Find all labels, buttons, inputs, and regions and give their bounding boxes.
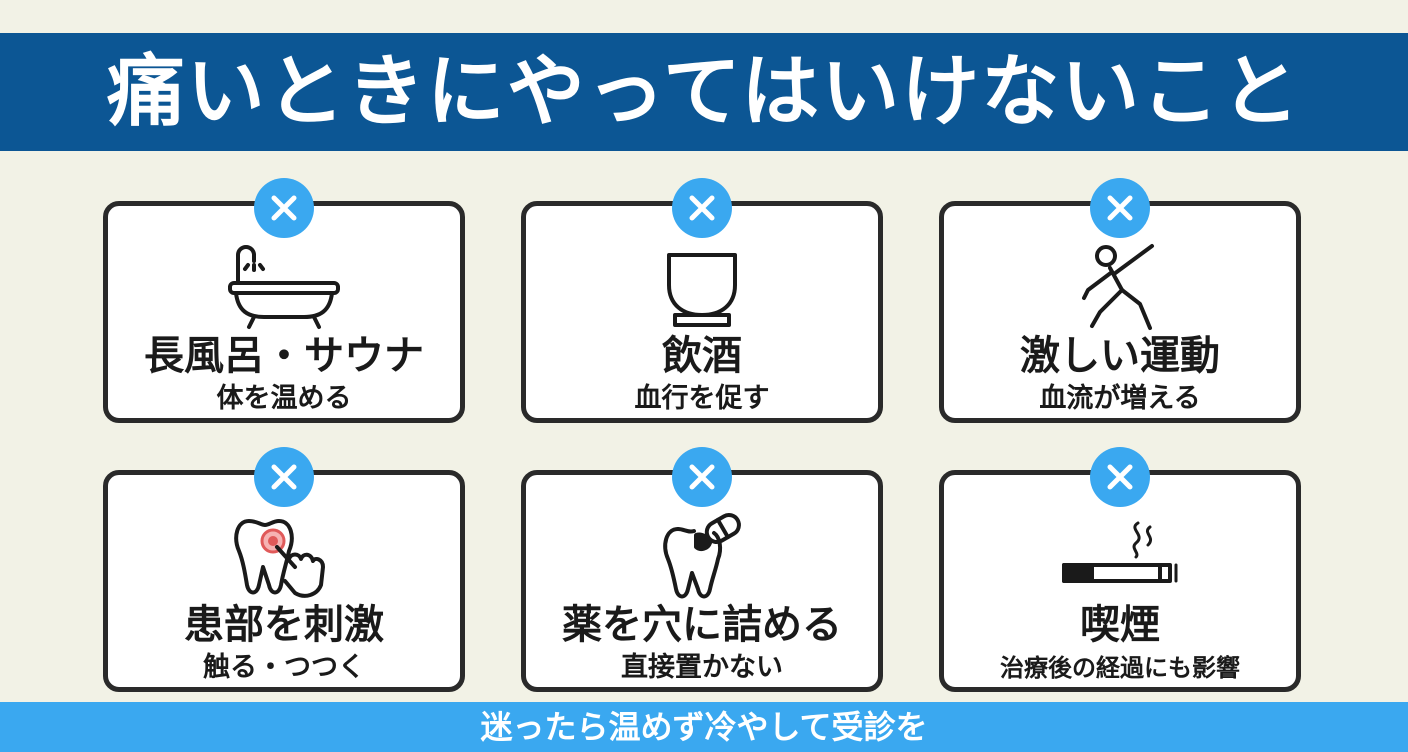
prohibited-x-icon bbox=[672, 447, 732, 507]
bathtub-icon bbox=[108, 236, 460, 336]
cup-icon bbox=[526, 236, 878, 336]
footer-message: 迷ったら温めず冷やして受診を bbox=[480, 708, 928, 746]
card-title: 激しい運動 bbox=[1020, 333, 1220, 379]
card-subtitle: 体を温める bbox=[216, 383, 352, 414]
card-medicine: 薬を穴に詰める 直接置かない bbox=[521, 447, 883, 692]
prohibited-x-icon bbox=[254, 447, 314, 507]
page-title: 痛いときにやってはいけないこと bbox=[106, 47, 1302, 137]
card-subtitle: 触る・つつく bbox=[203, 652, 365, 683]
prohibited-x-icon bbox=[1090, 178, 1150, 238]
card-title: 喫煙 bbox=[1080, 602, 1160, 648]
card-title: 薬を穴に詰める bbox=[562, 602, 842, 648]
footer-banner: 迷ったら温めず冷やして受診を bbox=[0, 702, 1408, 752]
card-bath: 長風呂・サウナ 体を温める bbox=[103, 178, 465, 423]
card-smoking: 喫煙 治療後の経過にも影響 bbox=[939, 447, 1301, 692]
header-banner: 痛いときにやってはいけないこと bbox=[0, 33, 1408, 151]
card-exercise: 激しい運動 血流が増える bbox=[939, 178, 1301, 423]
card-title: 患部を刺激 bbox=[184, 602, 384, 648]
prohibited-x-icon bbox=[1090, 447, 1150, 507]
exercise-person-icon bbox=[944, 236, 1296, 336]
card-touch: 患部を刺激 触る・つつく bbox=[103, 447, 465, 692]
tooth-touch-icon bbox=[108, 505, 460, 605]
card-title: 飲酒 bbox=[662, 333, 742, 379]
card-subtitle: 血行を促す bbox=[634, 383, 770, 414]
tooth-pill-icon bbox=[526, 505, 878, 605]
card-subtitle: 血流が増える bbox=[1039, 383, 1201, 414]
card-alcohol: 飲酒 血行を促す bbox=[521, 178, 883, 423]
cigarette-icon bbox=[944, 505, 1296, 605]
card-title: 長風呂・サウナ bbox=[144, 333, 424, 379]
card-subtitle: 直接置かない bbox=[621, 652, 783, 683]
prohibited-x-icon bbox=[672, 178, 732, 238]
card-subtitle: 治療後の経過にも影響 bbox=[1000, 654, 1240, 682]
prohibited-x-icon bbox=[254, 178, 314, 238]
